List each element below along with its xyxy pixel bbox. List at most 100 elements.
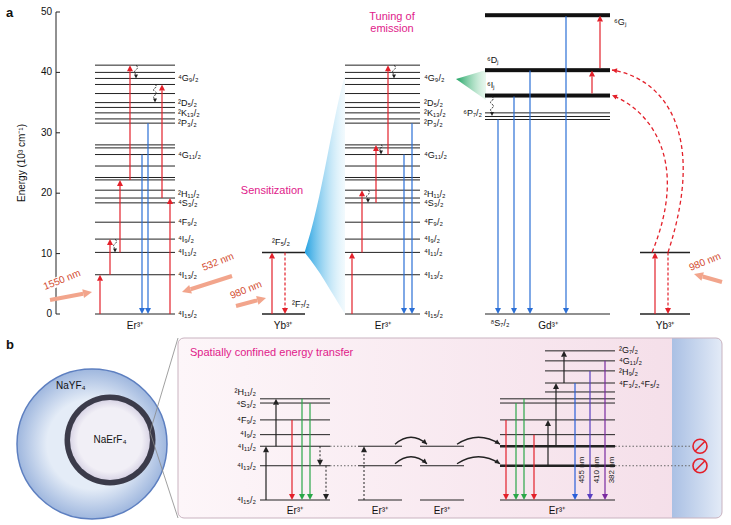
dotted-line (615, 446, 690, 447)
ion-label: Er³⁺ (127, 321, 143, 331)
arrow-head (182, 285, 192, 294)
transition-arrow (563, 357, 564, 383)
annotation: Tuning of emission (361, 10, 423, 34)
arrow-head (494, 459, 500, 464)
term-symbol: ²H₁₁/₂ (234, 388, 256, 397)
level-line (640, 313, 690, 315)
term-symbol: ²P₃/₂ (178, 119, 197, 128)
level-line (345, 179, 420, 180)
term-symbol: ⁴G₉/₂ (424, 74, 444, 83)
transition-arrow (591, 77, 592, 94)
level-line (345, 166, 420, 167)
relaxation-arrow (114, 239, 117, 248)
level-line (345, 84, 420, 85)
zoom-line (150, 338, 178, 432)
term-symbol: ⁴G₁₁/₂ (424, 150, 447, 159)
arrow-head (307, 494, 313, 500)
term-symbol: ²H₉/₂ (619, 368, 638, 377)
term-symbol: ⁸S₇/₂ (491, 319, 510, 328)
level-line (95, 239, 175, 240)
term-symbol: ⁴F₉/₂ (237, 416, 256, 425)
term-symbol: ²F₇/₂ (292, 300, 310, 309)
level-line (95, 84, 175, 85)
term-symbol: ⁴I₁₁/₂ (178, 248, 196, 257)
transition-arrow (667, 252, 668, 308)
arrow-head (167, 198, 173, 204)
transition-arrow (147, 123, 148, 308)
transition-arrow (547, 426, 548, 466)
level-line (345, 222, 420, 223)
transition-arrow (403, 155, 404, 308)
level-line (95, 123, 175, 124)
material-label: NaErF₄ (94, 435, 127, 445)
term-symbol: ⁴I₁₃/₂ (424, 270, 443, 279)
relaxation-arrow (380, 145, 383, 151)
transition-arrow (513, 97, 514, 308)
term-symbol: ⁴F₉/₂ (424, 218, 443, 227)
wavelength-label: 410 nm (593, 457, 601, 484)
term-symbol: ⁴I₉/₂ (424, 235, 440, 244)
arrow-head (597, 16, 603, 22)
term-symbol: ⁶Dⱼ (487, 56, 499, 65)
level-line (500, 445, 615, 448)
level-line (95, 93, 175, 94)
axis-tick (56, 253, 60, 254)
transition-arrow (529, 71, 530, 308)
wavelength-label: 980 nm (687, 251, 724, 274)
level-line (500, 403, 615, 404)
arrow-head (612, 68, 617, 73)
term-symbol: ²D₅/₂ (424, 98, 443, 107)
term-symbol: ²D₅/₂ (178, 98, 197, 107)
wavelength-label: 455 nm (578, 457, 586, 484)
arrow-head (694, 272, 704, 281)
transition-arrow (284, 252, 285, 308)
arrow-head (113, 248, 117, 252)
arrow-head (373, 145, 379, 151)
arrow-head (521, 494, 527, 500)
level-line (500, 500, 615, 501)
wavelength-label: 382 nm (608, 457, 616, 484)
transition-arrow (364, 452, 365, 500)
ion-label: Yb³⁺ (656, 321, 675, 331)
level-line (260, 434, 330, 435)
transition-arrow (361, 196, 362, 252)
zoom-box (178, 338, 722, 518)
level-line (262, 313, 305, 315)
arrow-head (317, 460, 323, 466)
arrow-head (134, 74, 138, 78)
level-line (95, 202, 175, 203)
term-symbol: ⁴F₉/₂ (178, 218, 197, 227)
level-line (345, 72, 420, 73)
level-line (358, 500, 402, 501)
transition-arrow (515, 403, 516, 494)
level-line (260, 419, 330, 420)
term-symbol: ⁴G₉/₂ (178, 74, 198, 83)
ion-label: Gd³⁺ (538, 321, 558, 331)
level-line (95, 144, 175, 145)
term-symbol: ²K₁₃/₂ (424, 108, 446, 117)
level-line (260, 465, 330, 466)
relaxation-arrow (491, 97, 494, 112)
ion-label: Er³⁺ (434, 506, 450, 516)
level-line (95, 72, 175, 73)
arrow-head (527, 308, 533, 314)
term-symbol: ⁴G₁₁/₂ (178, 150, 201, 159)
zoom-box-border (178, 338, 722, 518)
level-line (485, 119, 610, 120)
level-line (95, 252, 175, 253)
sensitization-fan (305, 75, 345, 314)
tick-label: 10 (41, 249, 52, 259)
level-line (345, 252, 420, 253)
arrow-head (145, 308, 151, 314)
arrow-head (587, 494, 593, 500)
energy-axis (56, 12, 57, 314)
level-line (358, 465, 402, 466)
shell-circle: NaYF₄NaErF₄ (16, 368, 168, 520)
transition-arrow (109, 245, 110, 275)
arrow-head (269, 252, 275, 258)
dotted-line (615, 465, 690, 466)
term-symbol: ⁴I₁₅/₂ (424, 310, 443, 319)
level-line (345, 190, 420, 191)
arrow-head (553, 383, 559, 389)
arrow-head (392, 74, 396, 78)
